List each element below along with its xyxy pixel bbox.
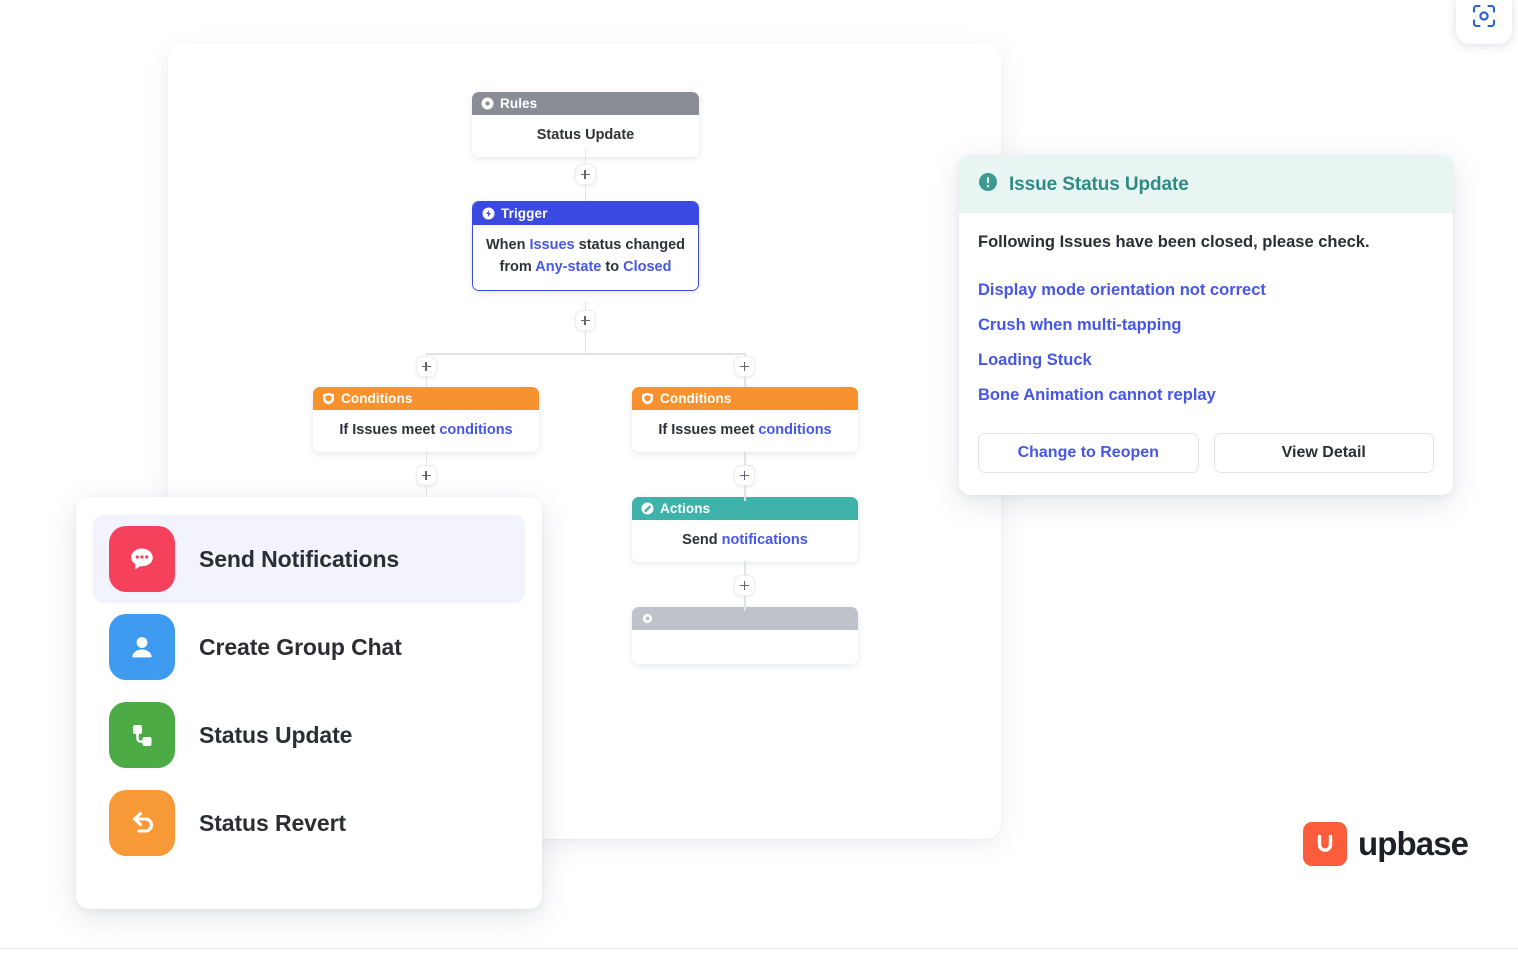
flow-node-placeholder-header: [632, 607, 858, 630]
action-menu-label: Status Revert: [199, 809, 346, 836]
undo-arrow-icon: [109, 790, 175, 856]
flow-node-conditions-left-body: If Issues meet conditions: [313, 410, 539, 453]
person-icon: [109, 614, 175, 680]
action-menu-label: Create Group Chat: [199, 633, 402, 660]
clock-icon: [481, 97, 494, 110]
notification-header: Issue Status Update: [959, 155, 1453, 213]
trigger-text-from: from: [499, 259, 536, 276]
view-detail-button[interactable]: View Detail: [1213, 433, 1434, 473]
flow-node-conditions-right[interactable]: Conditions If Issues meet conditions: [632, 387, 858, 453]
flow-node-conditions-left-title: Conditions: [341, 391, 413, 406]
add-step-button-trigger-branch[interactable]: [574, 310, 596, 331]
shield-icon: [641, 392, 654, 405]
issue-link[interactable]: Crush when multi-tapping: [978, 316, 1182, 334]
page-bottom-divider: [0, 948, 1518, 949]
flow-node-actions-title: Actions: [660, 501, 711, 516]
flow-node-actions-header: Actions: [632, 497, 858, 520]
notification-intro-text: Following Issues have been closed, pleas…: [978, 233, 1370, 251]
flow-node-rules-title: Rules: [500, 96, 538, 111]
bolt-icon: [482, 207, 495, 220]
actions-text: Send: [682, 532, 722, 548]
action-menu-item-status-update[interactable]: Status Update: [93, 691, 525, 779]
trigger-text-mid: status changed: [574, 237, 686, 253]
empty-circle-icon: [641, 612, 654, 625]
flow-node-conditions-right-body: If Issues meet conditions: [632, 410, 858, 453]
action-menu-item-status-revert[interactable]: Status Revert: [93, 779, 525, 867]
flow-node-conditions-left[interactable]: Conditions If Issues meet conditions: [313, 387, 539, 453]
chat-bubble-icon: [109, 526, 175, 592]
flow-node-trigger-body: When Issues status changed from Any-stat…: [473, 225, 698, 290]
flow-node-conditions-right-header: Conditions: [632, 387, 858, 410]
add-step-button-left-conditions[interactable]: [415, 465, 437, 486]
flow-node-rules-body-text: Status Update: [536, 127, 635, 143]
flowchart-icon: [109, 702, 175, 768]
action-type-menu: Send Notifications Create Group Chat Sta…: [76, 497, 542, 909]
add-step-button-branch-left[interactable]: [415, 356, 437, 377]
flow-node-placeholder[interactable]: [632, 607, 858, 664]
flash-circle-icon: [641, 502, 654, 515]
upbase-logo-icon: [1303, 822, 1347, 866]
screenshot-capture-button[interactable]: [1456, 0, 1512, 44]
issue-status-notification: Issue Status Update Following Issues hav…: [959, 155, 1453, 495]
trigger-link-closed[interactable]: Closed: [623, 259, 672, 276]
flow-node-trigger-header: Trigger: [473, 202, 698, 225]
conditions-left-link[interactable]: conditions: [439, 422, 513, 438]
flow-node-rules-header: Rules: [472, 92, 699, 115]
info-circle-icon: [978, 172, 998, 197]
issue-link[interactable]: Loading Stuck: [978, 351, 1092, 369]
action-menu-item-send-notifications[interactable]: Send Notifications: [93, 515, 525, 603]
add-step-button-rules-trigger[interactable]: [574, 164, 596, 185]
add-step-button-right-conditions[interactable]: [734, 465, 755, 486]
brand-name: upbase: [1358, 825, 1469, 862]
flow-node-conditions-right-title: Conditions: [660, 391, 732, 406]
flow-node-actions[interactable]: Actions Send notifications: [632, 497, 858, 563]
action-menu-label: Send Notifications: [199, 545, 400, 572]
add-step-button-branch-right[interactable]: [734, 356, 755, 377]
conditions-right-text: If Issues meet: [658, 422, 759, 438]
action-menu-label: Status Update: [199, 721, 353, 748]
trigger-text-prefix: When: [485, 237, 530, 253]
trigger-text-to: to: [601, 259, 624, 276]
flow-node-rules[interactable]: Rules Status Update: [472, 92, 699, 158]
connector-branch-horizontal: [425, 353, 745, 355]
flow-node-trigger-title: Trigger: [501, 206, 548, 221]
trigger-link-issues[interactable]: Issues: [529, 237, 575, 253]
screenshot-capture-icon: [1471, 3, 1497, 29]
action-menu-item-create-group-chat[interactable]: Create Group Chat: [93, 603, 525, 691]
notification-title: Issue Status Update: [1009, 173, 1189, 195]
notification-body: Following Issues have been closed, pleas…: [959, 213, 1453, 495]
flow-node-actions-body: Send notifications: [632, 520, 858, 563]
add-step-button-actions[interactable]: [734, 575, 755, 596]
issue-link[interactable]: Bone Animation cannot replay: [978, 386, 1216, 404]
conditions-left-text: If Issues meet: [339, 422, 440, 438]
change-to-reopen-button[interactable]: Change to Reopen: [978, 433, 1199, 473]
shield-icon: [322, 392, 335, 405]
flow-node-conditions-left-header: Conditions: [313, 387, 539, 410]
flow-node-trigger[interactable]: Trigger When Issues status changed from …: [472, 201, 699, 291]
flow-node-placeholder-body: [632, 630, 858, 664]
issue-link[interactable]: Display mode orientation not correct: [978, 281, 1266, 299]
notification-issue-list: Display mode orientation not correct Cru…: [978, 281, 1434, 405]
notification-action-row: Change to Reopen View Detail: [978, 433, 1434, 473]
trigger-link-any-state[interactable]: Any-state: [535, 259, 602, 276]
brand-logo: upbase: [1303, 822, 1469, 866]
actions-link-notifications[interactable]: notifications: [721, 532, 808, 548]
conditions-right-link[interactable]: conditions: [758, 422, 832, 438]
